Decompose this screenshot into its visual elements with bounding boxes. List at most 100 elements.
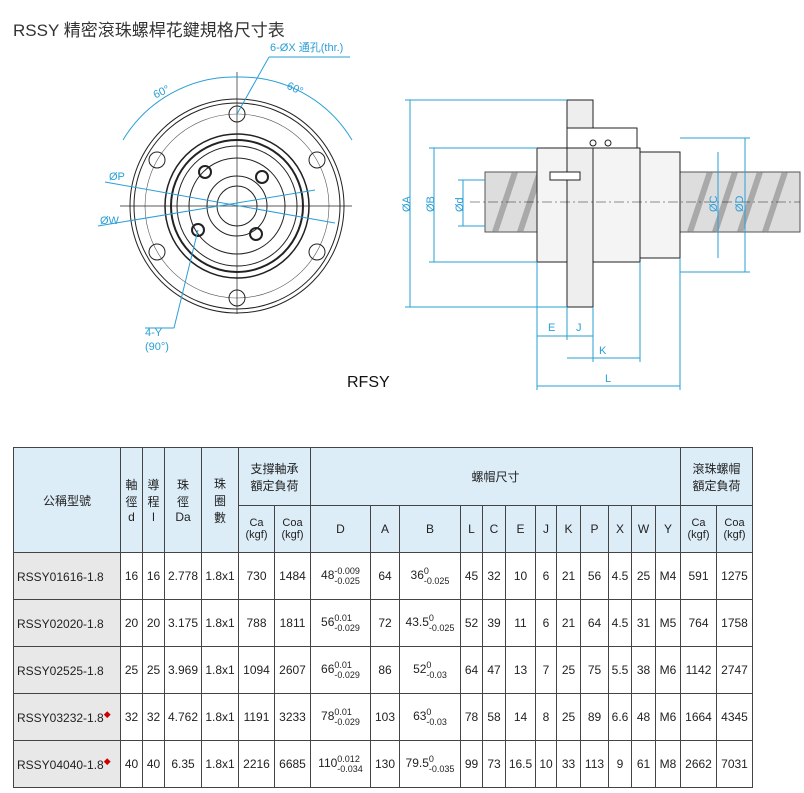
e-label: E: [548, 322, 555, 334]
cell-coa: 1811: [274, 599, 311, 647]
l-label: L: [605, 373, 611, 385]
cell-turns: 1.8x1: [201, 599, 239, 647]
cell-da: 6.35: [164, 740, 202, 788]
cell-model: RSSY01616-1.8: [13, 552, 121, 600]
header-col: L: [460, 505, 483, 553]
cell-J: 7: [535, 646, 557, 694]
cell-A: 130: [370, 740, 400, 788]
cell-E: 11: [505, 599, 536, 647]
cell-X: 6.6: [608, 693, 632, 741]
cell-Y: M4: [655, 552, 681, 600]
cell-P: 89: [580, 693, 609, 741]
dd-label: ØD: [734, 195, 746, 212]
j-label: J: [576, 322, 582, 334]
header-support: 支撐軸承額定負荷: [238, 447, 311, 506]
technical-drawing: 6-ØX 通孔(thr.) 60° 60° ØP ØW 4-Y (90°) ØA…: [97, 41, 801, 390]
cell-C: 32: [482, 552, 506, 600]
cell-model: RSSY02525-1.8: [13, 646, 121, 694]
cell-P: 64: [580, 599, 609, 647]
header-col: Y: [655, 505, 681, 553]
cell-X: 4.5: [608, 552, 632, 600]
cell-l: 16: [142, 552, 165, 600]
cell-d: 25: [120, 646, 143, 694]
header-model: 公稱型號: [13, 447, 121, 553]
holes-label: 6-ØX 通孔(thr.): [270, 41, 343, 54]
cell-P: 113: [580, 740, 609, 788]
cell-A: 64: [370, 552, 400, 600]
cell-ca2: 1664: [680, 693, 717, 741]
star-icon: ◆: [103, 756, 111, 766]
cell-model: RSSY02020-1.8: [13, 599, 121, 647]
cell-coa2: 1758: [716, 599, 753, 647]
cell-d: 20: [120, 599, 143, 647]
header-col: D: [310, 505, 371, 553]
cell-coa: 1484: [274, 552, 311, 600]
header-col: C: [482, 505, 506, 553]
cell-A: 103: [370, 693, 400, 741]
cell-Y: M6: [655, 693, 681, 741]
header-ca2: Ca(kgf): [680, 505, 717, 553]
cell-K: 25: [556, 646, 581, 694]
cell-coa2: 1275: [716, 552, 753, 600]
header-col: E: [505, 505, 536, 553]
p-label: ØP: [109, 171, 125, 183]
tapped-holes: [191, 165, 269, 241]
header-col: A: [370, 505, 400, 553]
header-col: B: [399, 505, 461, 553]
side-view: [470, 99, 801, 308]
cell-ca2: 591: [680, 552, 717, 600]
cell-ca2: 764: [680, 599, 717, 647]
cell-W: 25: [631, 552, 656, 600]
cell-L: 45: [460, 552, 483, 600]
cell-A: 72: [370, 599, 400, 647]
a-label: ØA: [401, 195, 413, 212]
cell-J: 10: [535, 740, 557, 788]
cell-E: 14: [505, 693, 536, 741]
cell-d: 16: [120, 552, 143, 600]
header-coa: Coa(kgf): [274, 505, 311, 553]
cell-K: 21: [556, 552, 581, 600]
cell-E: 13: [505, 646, 536, 694]
d-label: Ød: [454, 197, 466, 212]
cell-coa: 3233: [274, 693, 311, 741]
cell-L: 78: [460, 693, 483, 741]
cell-coa: 2607: [274, 646, 311, 694]
header-ball: 滾珠螺帽額定負荷: [680, 447, 753, 506]
cell-J: 6: [535, 599, 557, 647]
cell-E: 16.5: [505, 740, 536, 788]
cell-ca: 2216: [238, 740, 275, 788]
cell-J: 8: [535, 693, 557, 741]
page-title: RSSY 精密滾珠螺桿花鍵規格尺寸表: [13, 21, 285, 40]
cell-l: 20: [142, 599, 165, 647]
cell-C: 73: [482, 740, 506, 788]
cell-L: 99: [460, 740, 483, 788]
cell-coa2: 7031: [716, 740, 753, 788]
cell-turns: 1.8x1: [201, 740, 239, 788]
header-col: W: [631, 505, 656, 553]
cell-J: 6: [535, 552, 557, 600]
side-dimensions: [405, 99, 750, 390]
cell-K: 21: [556, 599, 581, 647]
cell-W: 38: [631, 646, 656, 694]
cell-W: 48: [631, 693, 656, 741]
angle-left-label: 60°: [152, 83, 172, 101]
cell-l: 32: [142, 693, 165, 741]
cell-l: 40: [142, 740, 165, 788]
cell-ca2: 1142: [680, 646, 717, 694]
cell-d: 40: [120, 740, 143, 788]
cell-turns: 1.8x1: [201, 552, 239, 600]
cell-model: RSSY04040-1.8◆: [13, 740, 121, 788]
front-dimensions: [97, 56, 353, 329]
cell-P: 56: [580, 552, 609, 600]
